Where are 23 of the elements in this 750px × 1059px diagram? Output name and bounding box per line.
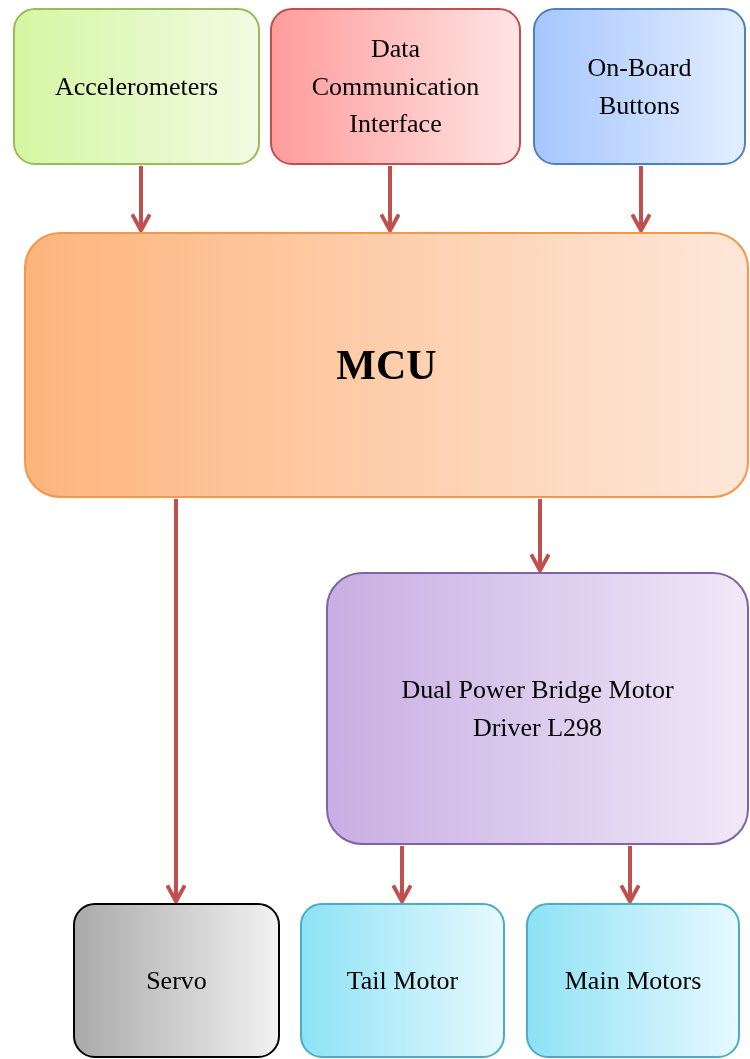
output-box — [526, 903, 740, 1058]
box-label: Servo — [146, 964, 207, 997]
arrow — [379, 166, 401, 233]
output-box — [300, 903, 505, 1058]
box-label: MCU — [336, 340, 437, 390]
arrow — [630, 166, 652, 233]
box-label: Dual Power Bridge Motor Driver L298 — [400, 673, 675, 744]
arrow — [391, 846, 413, 904]
output-box — [73, 903, 280, 1058]
box-label: On-Board Buttons — [586, 51, 693, 122]
box-label: Accelerometers — [54, 70, 219, 103]
arrow — [130, 166, 152, 233]
input-box — [533, 8, 746, 165]
arrow — [529, 499, 551, 573]
box-label: Data Communication Interface — [310, 32, 481, 141]
input-box — [270, 8, 521, 165]
driver-box — [326, 572, 749, 845]
arrow — [165, 499, 187, 904]
arrow — [619, 846, 641, 904]
input-box — [13, 8, 260, 165]
box-label: Tail Motor — [346, 964, 459, 997]
box-label: Main Motors — [564, 964, 702, 997]
mcu-box — [24, 232, 749, 498]
